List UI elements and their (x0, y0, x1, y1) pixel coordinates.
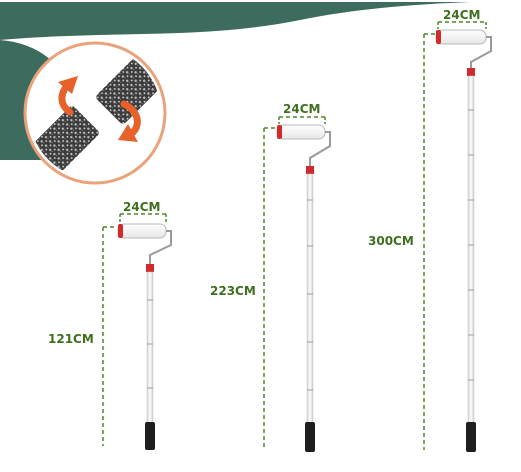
roller-2-height-label: 223CM (210, 284, 256, 298)
twist-lock-joint-icon (23, 41, 167, 185)
roller-300 (423, 21, 492, 452)
roller-2-width-label: 24CM (283, 102, 321, 116)
roller-223 (263, 116, 331, 452)
roller-1-height-label: 121CM (48, 332, 94, 346)
banner-wave (0, 2, 470, 40)
roller-121 (102, 213, 172, 450)
roller-3-height-label: 300CM (368, 234, 414, 248)
roller-3-width-label: 24CM (443, 8, 481, 22)
roller-1-width-label: 24CM (123, 200, 161, 214)
